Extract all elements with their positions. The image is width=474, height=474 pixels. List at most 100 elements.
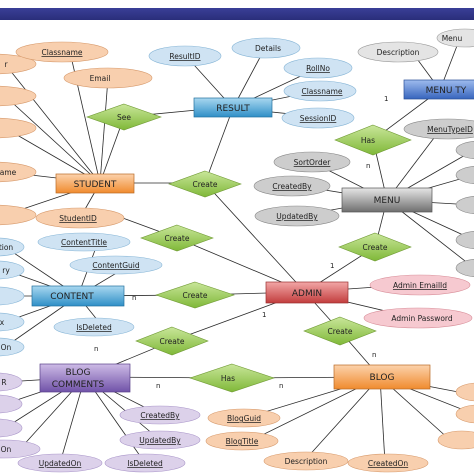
attribute-fragment: On — [0, 439, 41, 459]
relationship-create-blog-comments: Create — [135, 326, 209, 356]
attribute-fragment — [0, 394, 23, 414]
attribute-fragment: ry — [0, 260, 25, 280]
attribute-admin-password: Admin Password — [363, 307, 473, 329]
updated-by-comments-text: UpdatedBy — [139, 436, 181, 445]
blog-title-text: BlogTitle — [226, 437, 259, 446]
cardinality-markers: n 1 1 n 1 n n n n — [94, 95, 388, 390]
attribute-updated-on: UpdatedOn — [17, 453, 103, 473]
relationship-see: See — [86, 103, 162, 131]
attribute-content-title: ContentTitle — [37, 232, 131, 252]
menu-top-text: Menu — [442, 34, 463, 43]
result-label: RESULT — [216, 104, 250, 114]
content-label: CONTENT — [50, 292, 94, 302]
attribute-result-id: ResultID — [148, 45, 222, 67]
attribute-fragment: On — [0, 337, 25, 357]
relationship-create-student: Create — [140, 224, 214, 252]
classname-text: Classname — [41, 48, 82, 57]
attribute-fragment — [455, 404, 474, 424]
fragment-on-bottom: On — [1, 445, 12, 454]
created-by-menu-text: CreatedBy — [272, 182, 312, 191]
attribute-created-by-comments: CreatedBy — [119, 405, 201, 425]
cardinality-n: n — [132, 294, 136, 302]
fragment-on: On — [1, 343, 12, 352]
session-id-text: SessionID — [300, 114, 337, 123]
blog-comments-label-line2: COMMENTS — [52, 380, 105, 390]
entity-blog-comments: BLOG COMMENTS — [39, 363, 131, 393]
has-blog-label: Has — [221, 374, 235, 383]
updated-by-menu-text: UpdatedBy — [276, 212, 318, 221]
entities: STUDENT RESULT MENU TY MENU CONTENT ADMI… — [31, 79, 474, 393]
student-id-text: StudentID — [59, 214, 97, 223]
attribute-is-deleted-comments: IsDeleted — [104, 453, 186, 473]
attribute-fragment — [455, 382, 474, 402]
attribute-fragment: R — [0, 372, 23, 392]
is-deleted-content-text: IsDeleted — [76, 323, 112, 332]
see-label: See — [117, 113, 131, 122]
header-stripe — [0, 8, 474, 20]
attribute-fragment — [0, 117, 37, 139]
attribute-description-blog: Description — [263, 451, 349, 471]
content-guid-text: ContentGuid — [92, 261, 139, 270]
sort-order-text: SortOrder — [294, 158, 332, 167]
attribute-fragment: x — [0, 312, 25, 332]
entity-student: STUDENT — [55, 173, 135, 194]
attribute-updated-by-menu: UpdatedBy — [254, 205, 340, 227]
menu-type-label: MENU TY — [426, 86, 467, 96]
cardinality-n: n — [156, 382, 160, 390]
attribute-menu-type-id: MenuTypeID — [403, 118, 474, 140]
menu-type-id-text: MenuTypeID — [427, 125, 473, 134]
attribute-updated-by-comments: UpdatedBy — [119, 430, 201, 450]
admin-password-text: Admin Password — [391, 314, 453, 323]
entity-menu-type: MENU TY — [403, 79, 474, 100]
entity-admin: ADMIN — [265, 281, 349, 304]
attribute-fragment: r — [0, 53, 37, 75]
header-bar — [0, 0, 474, 28]
fragment-r-upper: R — [1, 378, 6, 387]
attribute-blog-guid: BlogGuid — [207, 408, 281, 428]
attribute-sort-order: SortOrder — [273, 151, 351, 173]
attributes: r ame Classname Email StudentID ResultID… — [0, 28, 474, 473]
attribute-fragment — [0, 418, 23, 438]
fragment-ame: ame — [0, 168, 17, 177]
relationship-has-blog: Has — [189, 363, 275, 393]
created-on-text: CreatedOn — [368, 459, 409, 468]
relationship-create-result: Create — [168, 170, 242, 198]
attribute-fragment — [455, 195, 474, 215]
attribute-classname: Classname — [15, 41, 109, 63]
create-content-label: Create — [183, 291, 208, 300]
create-blog-label: Create — [328, 327, 353, 336]
menu-label: MENU — [374, 196, 401, 206]
result-id-text: ResultID — [169, 52, 200, 61]
attribute-content-guid: ContentGuid — [69, 255, 163, 275]
fragment-tion: tion — [0, 243, 13, 252]
blog-label: BLOG — [370, 373, 395, 383]
attribute-email: Email — [63, 67, 153, 89]
blog-guid-text: BlogGuid — [227, 414, 261, 423]
attribute-fragment — [0, 286, 25, 306]
fragment-ry: ry — [2, 266, 10, 275]
entity-result: RESULT — [193, 97, 273, 118]
create-result-label: Create — [193, 180, 218, 189]
attribute-classname-result: Classname — [283, 80, 357, 102]
attribute-fragment: tion — [0, 237, 25, 257]
attribute-created-by-menu: CreatedBy — [253, 175, 331, 197]
attribute-fragment — [455, 140, 474, 160]
create-menu-label: Create — [363, 243, 388, 252]
student-label: STUDENT — [74, 180, 117, 190]
relationship-create-content: Create — [155, 281, 235, 309]
details-text: Details — [255, 44, 281, 53]
cardinality-1: 1 — [330, 262, 334, 270]
created-by-comments-text: CreatedBy — [140, 411, 180, 420]
attribute-created-on: CreatedOn — [347, 453, 429, 473]
blog-comments-label-line1: BLOG — [66, 368, 91, 378]
relationship-create-menu: Create — [338, 232, 412, 262]
cardinality-n: n — [279, 382, 283, 390]
description-menu-type-text: Description — [377, 48, 420, 57]
attribute-fragment: ame — [0, 161, 37, 183]
attribute-is-deleted-content: IsDeleted — [53, 317, 135, 337]
attribute-details: Details — [231, 37, 301, 59]
cardinality-1: 1 — [262, 311, 266, 319]
content-title-text: ContentTitle — [61, 238, 107, 247]
admin-email-id-text: Admin EmailId — [393, 281, 447, 290]
